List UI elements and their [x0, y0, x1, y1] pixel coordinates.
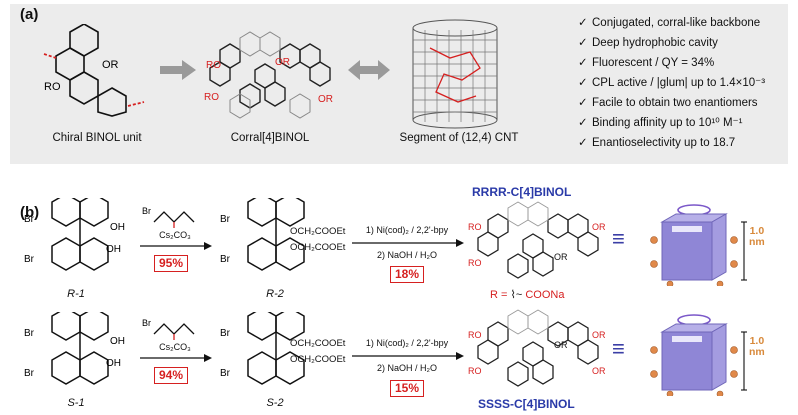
br-label: Br: [220, 254, 231, 265]
br-label: Br: [24, 254, 35, 265]
feature-item: ✓Deep hydrophobic cavity: [578, 37, 718, 49]
s1-structure: OH OH Br Br: [24, 312, 125, 385]
br-label: Br: [142, 318, 151, 328]
double-arrow-icon: [348, 60, 390, 80]
caption-corral: Corral[4]BINOL: [230, 132, 310, 144]
check-icon: ✓: [578, 97, 588, 109]
oh-label: OH: [110, 222, 125, 233]
equivalence-icon: ≡: [612, 336, 625, 361]
ro-label: RO: [468, 330, 482, 340]
cond-r-step2b: 2) NaOH / H₂O: [376, 250, 437, 260]
caption-cnt: Segment of (12,4) CNT: [399, 132, 519, 144]
ssss-box-model: [650, 314, 747, 396]
och2-label: OCH₂COOEt: [290, 226, 346, 237]
ethyl-bromoacetate-structure: Br: [142, 318, 195, 340]
corral-binol-structure: RO OR RO OR: [204, 31, 333, 119]
check-icon: ✓: [578, 17, 588, 29]
compound-label-s2: S-2: [266, 397, 284, 409]
ro-label: RO: [468, 222, 482, 232]
dimension-label: 1.0 nm: [749, 225, 765, 248]
binol-unit-structure: OR RO: [43, 24, 145, 117]
or-label: OR: [554, 340, 568, 350]
br-label: Br: [24, 328, 35, 339]
oh-label: OH: [110, 336, 125, 347]
check-icon: ✓: [578, 117, 588, 129]
cond-s-step2a: 1) Ni(cod)₂ / 2,2'-bpy: [365, 338, 449, 348]
reaction-arrow-icon: [140, 354, 212, 362]
r2-structure: Br Br: [220, 198, 305, 271]
ro-label: RO: [204, 92, 219, 103]
panel-b-tag: (b): [20, 204, 40, 221]
yield-s-step1: 94%: [154, 367, 189, 384]
compound-label-r2: R-2: [266, 288, 284, 300]
reagent-s-step1: Cs₂CO₃: [159, 342, 191, 352]
yield-r-step2: 18%: [390, 266, 425, 283]
check-icon: ✓: [578, 57, 588, 69]
cond-s-step2b: 2) NaOH / H₂O: [376, 363, 437, 373]
rrrr-box-model: [650, 204, 747, 286]
reaction-arrow-icon: [352, 239, 464, 247]
ro-label: RO: [468, 258, 482, 268]
ssss-title: SSSS-C[4]BINOL: [478, 397, 575, 411]
or-label: OR: [592, 222, 606, 232]
br-label: Br: [142, 206, 151, 216]
br-label: Br: [220, 368, 231, 379]
or-label: OR: [554, 252, 568, 262]
feature-item: ✓Enantioselectivity up to 18.7: [578, 137, 736, 149]
rrrr-title: RRRR-C[4]BINOL: [472, 185, 572, 199]
br-label: Br: [24, 368, 35, 379]
reaction-arrow-icon: [140, 242, 212, 250]
arrow-right-icon: [160, 60, 196, 80]
s2-structure: Br Br: [220, 312, 305, 385]
och2-label: OCH₂COOEt: [290, 338, 346, 349]
cond-r-step2a: 1) Ni(cod)₂ / 2,2'-bpy: [365, 225, 449, 235]
cnt-segment-structure: [412, 19, 498, 129]
yield-r-step1: 95%: [154, 255, 189, 272]
check-icon: ✓: [578, 37, 588, 49]
feature-item: ✓Binding affinity up to 10¹⁰ M⁻¹: [578, 117, 743, 129]
reagent-r-step1: Cs₂CO₃: [159, 230, 191, 240]
r-definition: R = ⌇~ COONa: [490, 289, 565, 301]
or-label: OR: [102, 59, 119, 71]
oh-label: OH: [106, 358, 121, 369]
br-label: Br: [220, 214, 231, 225]
caption-binol-unit: Chiral BINOL unit: [52, 132, 142, 144]
ro-label: RO: [44, 81, 61, 93]
ro-label: RO: [468, 366, 482, 376]
panel-a-tag: (a): [20, 6, 39, 23]
feature-item: ✓Facile to obtain two enantiomers: [578, 97, 758, 109]
ro-label: RO: [206, 60, 221, 71]
rrrr-corral-structure: RO RO OR OR: [468, 201, 606, 279]
check-icon: ✓: [578, 77, 588, 89]
feature-item: ✓CPL active / |glum| up to 1.4×10⁻³: [578, 77, 766, 89]
oh-label: OH: [106, 244, 121, 255]
feature-item: ✓Fluorescent / QY = 34%: [578, 57, 715, 69]
br-label: Br: [220, 328, 231, 339]
r1-structure: OH OH Br Br: [24, 198, 125, 271]
or-label: OR: [318, 94, 333, 105]
ethyl-bromoacetate-structure: Br: [142, 206, 195, 228]
or-label: OR: [275, 57, 290, 68]
och2-label: OCH₂COOEt: [290, 242, 346, 253]
dimension-label: 1.0 nm: [749, 335, 765, 358]
panel-a: [10, 4, 788, 164]
reaction-arrow-icon: [352, 352, 464, 360]
yield-s-step2: 15%: [390, 380, 425, 397]
compound-label-s1: S-1: [67, 397, 85, 409]
or-label: OR: [592, 366, 606, 376]
och2-label: OCH₂COOEt: [290, 354, 346, 365]
check-icon: ✓: [578, 137, 588, 149]
compound-label-r1: R-1: [67, 288, 85, 300]
feature-item: ✓Conjugated, corral-like backbone: [578, 17, 761, 29]
ssss-corral-structure: RO RO OR OR OR: [468, 309, 606, 387]
or-label: OR: [592, 330, 606, 340]
br-label: Br: [24, 214, 35, 225]
equivalence-icon: ≡: [612, 226, 625, 251]
